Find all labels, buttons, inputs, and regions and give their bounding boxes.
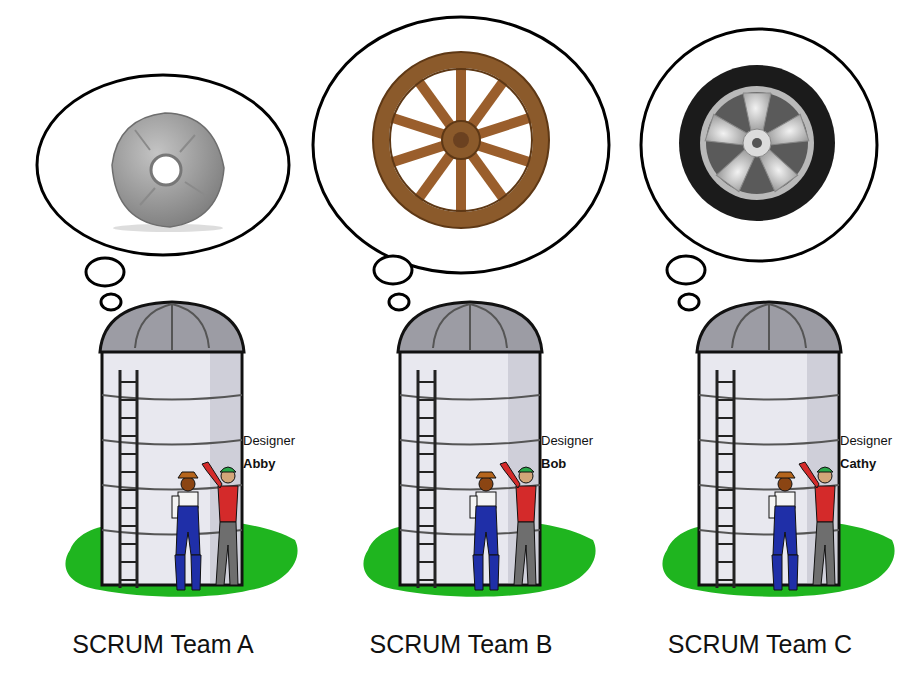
designer-text: DesignerCathy: [840, 429, 892, 475]
role-text: Designer: [541, 429, 593, 452]
team-caption: SCRUM Team A: [13, 630, 313, 659]
person-name: Bob: [541, 452, 593, 475]
silo-node: DesignerCathy: [657, 300, 897, 600]
role-text: Designer: [840, 429, 892, 452]
silo-shape: [358, 300, 598, 600]
silo-shape: [657, 300, 897, 600]
designer-text: DesignerBob: [541, 429, 593, 475]
team-caption: SCRUM Team C: [610, 630, 910, 659]
designer-text: DesignerAbby: [243, 429, 295, 475]
role-text: Designer: [243, 429, 295, 452]
silo-node: DesignerAbby: [60, 300, 300, 600]
team-caption: SCRUM Team B: [311, 630, 611, 659]
person-name: Abby: [243, 452, 295, 475]
silo-node: DesignerBob: [358, 300, 598, 600]
silo-shape: [60, 300, 300, 600]
person-name: Cathy: [840, 452, 892, 475]
